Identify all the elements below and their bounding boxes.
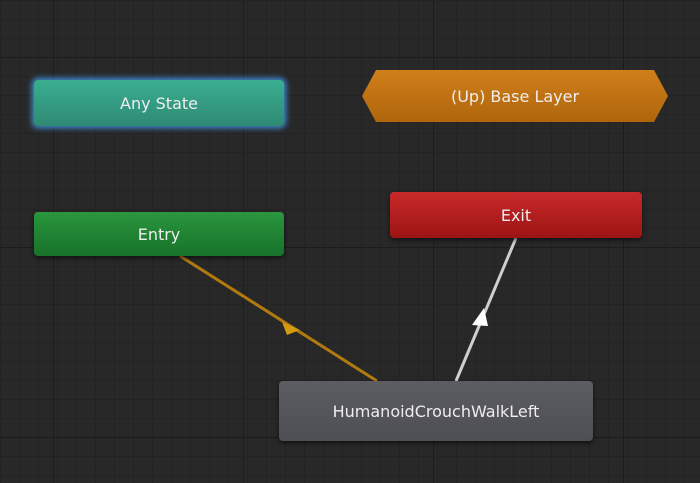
base-layer-label: (Up) Base Layer xyxy=(450,86,580,106)
any-state-node[interactable]: Any State xyxy=(34,80,284,126)
any-state-label: Any State xyxy=(120,93,198,113)
state-label: HumanoidCrouchWalkLeft xyxy=(332,401,540,421)
entry-node[interactable]: Entry xyxy=(34,212,284,256)
default-transition-arrow-icon xyxy=(282,322,300,335)
exit-node[interactable]: Exit xyxy=(390,192,642,238)
state-node-humanoid-crouch-walk-left[interactable]: HumanoidCrouchWalkLeft xyxy=(279,381,593,441)
default-transition-entry-to-state[interactable] xyxy=(179,254,378,383)
transition-state-to-exit[interactable] xyxy=(454,237,518,382)
transition-arrow-icon xyxy=(472,308,488,326)
base-layer-node[interactable]: (Up) Base Layer xyxy=(362,70,668,122)
entry-label: Entry xyxy=(137,224,181,244)
exit-label: Exit xyxy=(500,205,532,225)
